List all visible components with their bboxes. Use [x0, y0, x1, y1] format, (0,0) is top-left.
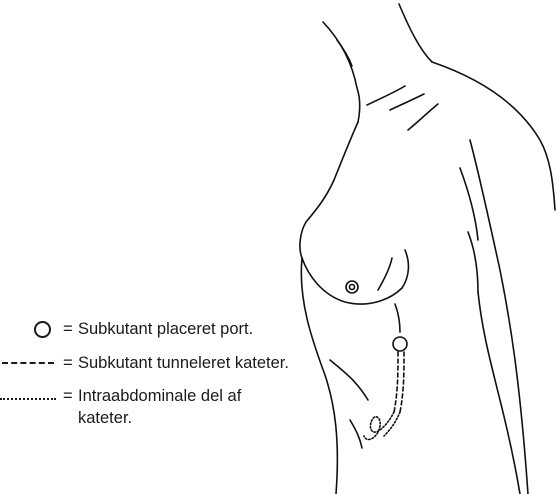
- armpit-line: [460, 168, 478, 240]
- legend-equals: =: [63, 352, 73, 374]
- abdomen-fold: [330, 360, 368, 400]
- clavicle-mark: [367, 86, 405, 105]
- port-icon: [393, 337, 407, 351]
- clavicle-mark-3: [408, 104, 438, 130]
- dotted-line-icon: [0, 398, 56, 400]
- tunnelled-catheter: [394, 352, 398, 412]
- hip-mark: [350, 420, 362, 448]
- legend-equals: =: [63, 385, 73, 407]
- legend-label-intraabdominal: Intraabdominale del af kateter.: [78, 385, 288, 429]
- torso-right-outline: [478, 292, 520, 494]
- clavicle-mark-2: [390, 94, 424, 110]
- shoulder-outline: [432, 62, 555, 210]
- neck-outline: [323, 22, 360, 122]
- legend-label-port: Subkutant placeret port.: [78, 318, 253, 340]
- intraabdominal-catheter: [364, 412, 394, 439]
- legend-label-tunnelled: Subkutant tunneleret kateter.: [78, 352, 289, 374]
- chest-left-outline: [300, 122, 358, 258]
- arm-outline: [470, 140, 528, 494]
- legend-equals: =: [63, 318, 73, 340]
- dashed-line-icon: [2, 362, 54, 364]
- torso-left-outline: [301, 258, 337, 494]
- side-line: [468, 232, 478, 292]
- circle-icon: [34, 321, 51, 338]
- nipple-icon: [346, 281, 358, 293]
- neck-line-right: [399, 4, 432, 62]
- abdomen-line: [395, 304, 400, 332]
- breast-fold: [378, 258, 392, 290]
